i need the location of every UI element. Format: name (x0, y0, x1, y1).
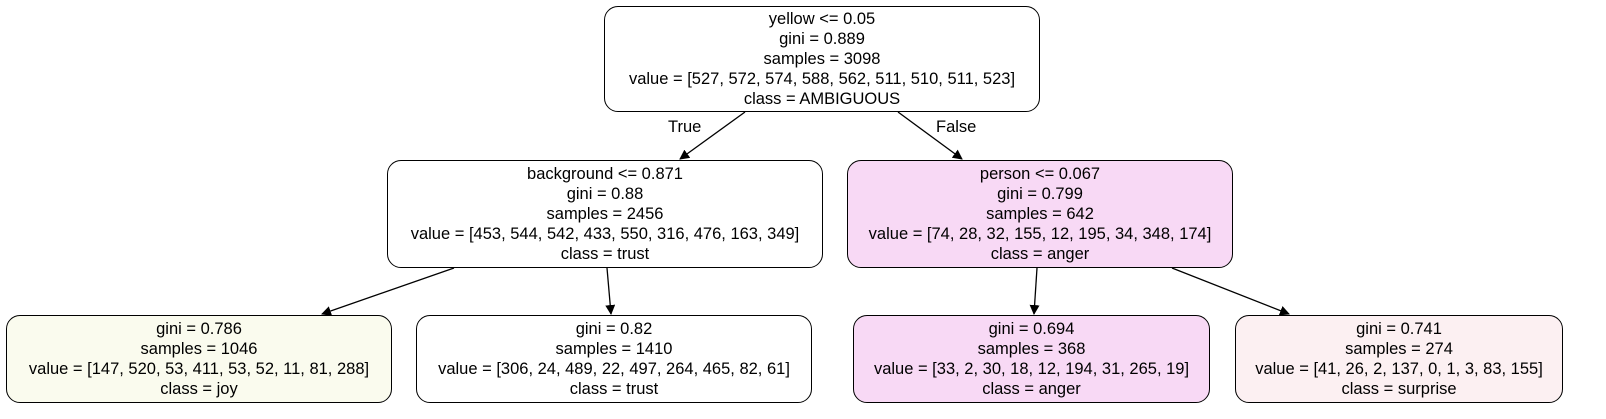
tree-node-left: background <= 0.871 gini = 0.88 samples = … (387, 160, 823, 268)
tree-node-left-right: gini = 0.82 samples = 1410 value = [306, 2… (416, 315, 812, 403)
tree-node-root: yellow <= 0.05 gini = 0.889 samples = 3098… (604, 6, 1040, 112)
node-text-line: samples = 642 (986, 205, 1094, 223)
node-text-line: samples = 274 (1345, 340, 1453, 358)
node-text-line: samples = 3098 (763, 50, 881, 68)
node-text-line: gini = 0.786 (156, 320, 242, 338)
edge-arrow-left-to-left-right (605, 267, 616, 315)
node-text-line: class = anger (990, 245, 1090, 263)
node-text-line: gini = 0.741 (1356, 320, 1442, 338)
node-text-line: value = [41, 26, 2, 137, 0, 1, 3, 83, 15… (1255, 360, 1543, 378)
node-text-line: class = trust (569, 380, 659, 398)
edge-arrow-root-to-left (679, 111, 746, 160)
node-text-line: value = [453, 544, 542, 433, 550, 316, 4… (410, 225, 800, 243)
node-text-line: samples = 1410 (555, 340, 673, 358)
node-text-line: gini = 0.799 (997, 185, 1083, 203)
node-text-line: class = AMBIGUOUS (743, 90, 901, 108)
edge-arrow-root-to-right (897, 111, 963, 160)
node-text-line: class = anger (982, 380, 1081, 398)
node-text-line: person <= 0.067 (979, 165, 1101, 183)
node-text-line: class = surprise (1341, 380, 1457, 398)
node-text-line: class = joy (160, 380, 238, 398)
node-text-line: value = [74, 28, 32, 155, 12, 195, 34, 3… (868, 225, 1212, 243)
node-text-line: gini = 0.694 (988, 320, 1075, 338)
node-text-line: samples = 2456 (546, 205, 664, 223)
node-text-line: background <= 0.871 (527, 165, 683, 183)
edge-label-true: True (668, 118, 702, 136)
tree-node-right-right: gini = 0.741 samples = 274 value = [41, 26… (1235, 315, 1563, 403)
node-text-line: samples = 1046 (140, 340, 258, 358)
node-text-line: gini = 0.88 (566, 185, 644, 203)
node-text-line: class = trust (560, 245, 650, 263)
node-text-line: value = [33, 2, 30, 18, 12, 194, 31, 265… (873, 360, 1190, 378)
tree-node-left-left: gini = 0.786 samples = 1046 value = [147, … (6, 315, 392, 403)
node-text-line: gini = 0.82 (575, 320, 653, 338)
node-text-line: value = [527, 572, 574, 588, 562, 511, 5… (628, 70, 1016, 88)
node-text-line: value = [147, 520, 53, 411, 53, 52, 11, … (28, 360, 370, 378)
node-text-line: gini = 0.889 (779, 30, 865, 48)
tree-node-right: person <= 0.067 gini = 0.799 samples = 642… (847, 160, 1233, 268)
edge-arrow-right-to-right-left (1029, 267, 1040, 315)
node-text-line: value = [306, 24, 489, 22, 497, 264, 465… (438, 360, 790, 378)
edge-arrow-right-to-right-right (1171, 267, 1290, 316)
node-text-line: yellow <= 0.05 (768, 10, 876, 28)
node-text-line: samples = 368 (977, 340, 1086, 358)
edge-arrow-left-to-left-left (321, 267, 455, 316)
tree-node-right-left: gini = 0.694 samples = 368 value = [33, 2,… (853, 315, 1210, 403)
edge-label-false: False (936, 118, 977, 136)
